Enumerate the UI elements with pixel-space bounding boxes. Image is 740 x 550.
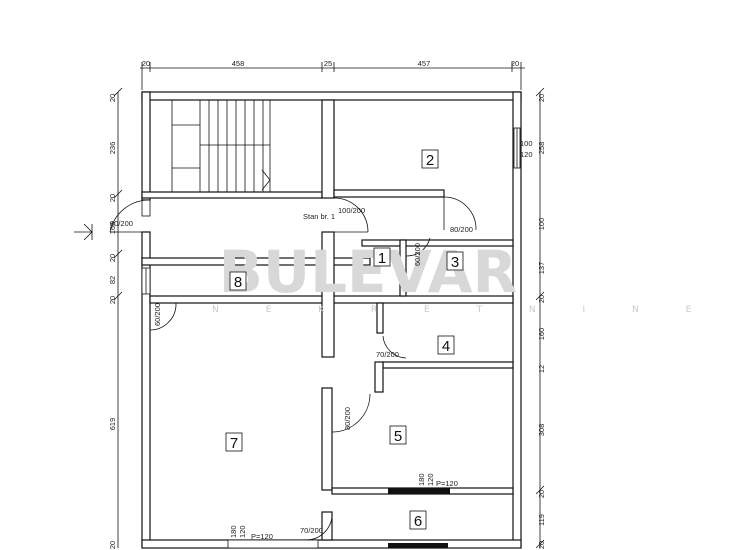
dim-top-2: 458 [232,59,245,68]
dim-right-8: 308 [537,424,546,437]
window-label-2a: 100 [520,139,533,148]
dim-left-3: 20 [108,194,117,202]
door-label-6: 70/200 [300,526,323,535]
dim-right-2: 258 [537,142,546,155]
dim-left-7: 20 [108,296,117,304]
door-label-4: 70/200 [376,350,399,359]
dim-right-11: 20 [537,541,546,549]
door-swings [109,196,477,541]
dim-right-3: 100 [537,218,546,231]
dim-left-1: 20 [108,94,117,102]
inner-walls [141,99,514,541]
dim-right-1: 20 [537,94,546,102]
room-label-2: 2 [426,152,434,169]
windows [141,127,521,549]
staircase [171,99,271,193]
dim-left-4: 165 [108,222,117,235]
window-label-5a: 180 [417,473,426,486]
top-dimension-line: 20 458 25 457 20 [140,59,525,90]
dim-left-9: 20 [108,541,117,549]
dim-top-3: 25 [324,59,332,68]
window-label-2b: 120 [520,150,533,159]
dim-right-10: 119 [537,514,546,526]
door-label-hall: 100/200 [338,206,365,215]
outer-walls [141,91,522,549]
window-label-7b: 120 [238,525,247,538]
room-labels: 1 2 3 4 5 6 7 8 [225,149,464,530]
dim-right-6: 160 [537,328,546,341]
window-label-5b: 120 [426,473,435,486]
dim-left-5: 20 [108,254,117,262]
window-label-7a: 180 [229,525,238,538]
door-labels: 90/200 100/200 60/200 80/200 60/200 70/2… [110,206,473,535]
room-label-7: 7 [230,435,238,452]
room-label-5: 5 [394,428,402,445]
room-label-6: 6 [414,513,422,530]
room-label-8: 8 [234,274,242,291]
watermark-tagline: N E K R E T N I N E [212,305,713,315]
watermark-brand: BULEVAR [219,238,517,306]
dimension-ticks [113,87,545,549]
apartment-label: Stan br. 1 [303,212,335,221]
window-labels: 100 120 180 120 P=120 180 120 P=120 [229,139,533,541]
left-dimension-line: 20 236 20 165 20 82 20 619 20 [108,92,119,549]
dim-right-5: 20 [537,295,546,303]
dim-left-2: 236 [108,142,117,155]
door-label-3-left: 60/200 [413,243,422,266]
dim-top-1: 20 [142,59,150,68]
room-label-3: 3 [451,254,459,271]
dim-left-8: 619 [108,418,117,431]
dim-right-4: 137 [537,262,546,275]
dim-top-5: 20 [511,59,519,68]
room-label-1: 1 [378,250,386,267]
room-label-4: 4 [442,338,450,355]
dim-top-4: 457 [418,59,431,68]
door-label-7: 60/200 [153,303,162,326]
dim-right-9: 20 [537,490,546,498]
right-dimension-line: 20 258 100 137 20 160 12 308 20 119 20 [537,92,546,549]
window-label-7p: P=120 [251,532,273,541]
window-label-5p: P=120 [436,479,458,488]
door-label-entrance: 90/200 [110,219,133,228]
dim-right-7: 12 [537,365,546,373]
door-label-5: 80/200 [343,407,352,430]
entrance-arrow-icon [74,223,93,241]
door-label-3-top: 80/200 [450,225,473,234]
dim-left-6: 82 [108,276,117,284]
